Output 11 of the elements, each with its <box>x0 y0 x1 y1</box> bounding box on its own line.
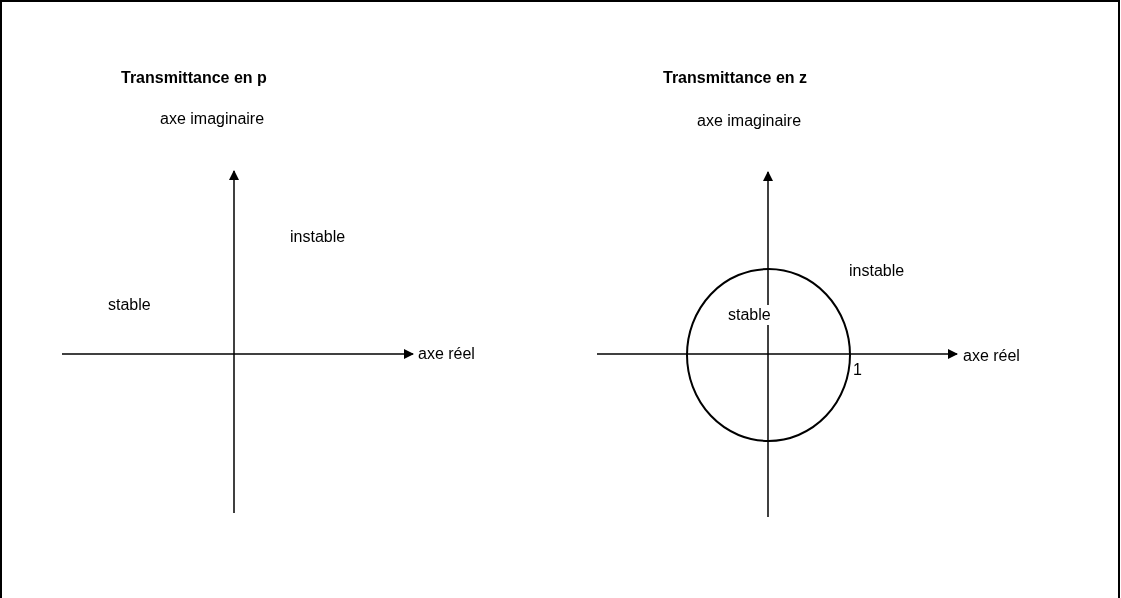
panel-title: Transmittance en z <box>663 70 808 86</box>
region-label: instable <box>849 263 905 279</box>
axis-label: axe réel <box>963 348 1020 364</box>
region-label: stable <box>727 305 772 325</box>
axis-label: axe imaginaire <box>697 113 802 129</box>
tick-label: 1 <box>853 362 862 378</box>
region-label: instable <box>290 229 346 245</box>
axis-label: axe réel <box>418 346 475 362</box>
region-label: stable <box>108 297 151 313</box>
panel-title: Transmittance en p <box>121 70 267 86</box>
axis-label: axe imaginaire <box>160 111 265 127</box>
